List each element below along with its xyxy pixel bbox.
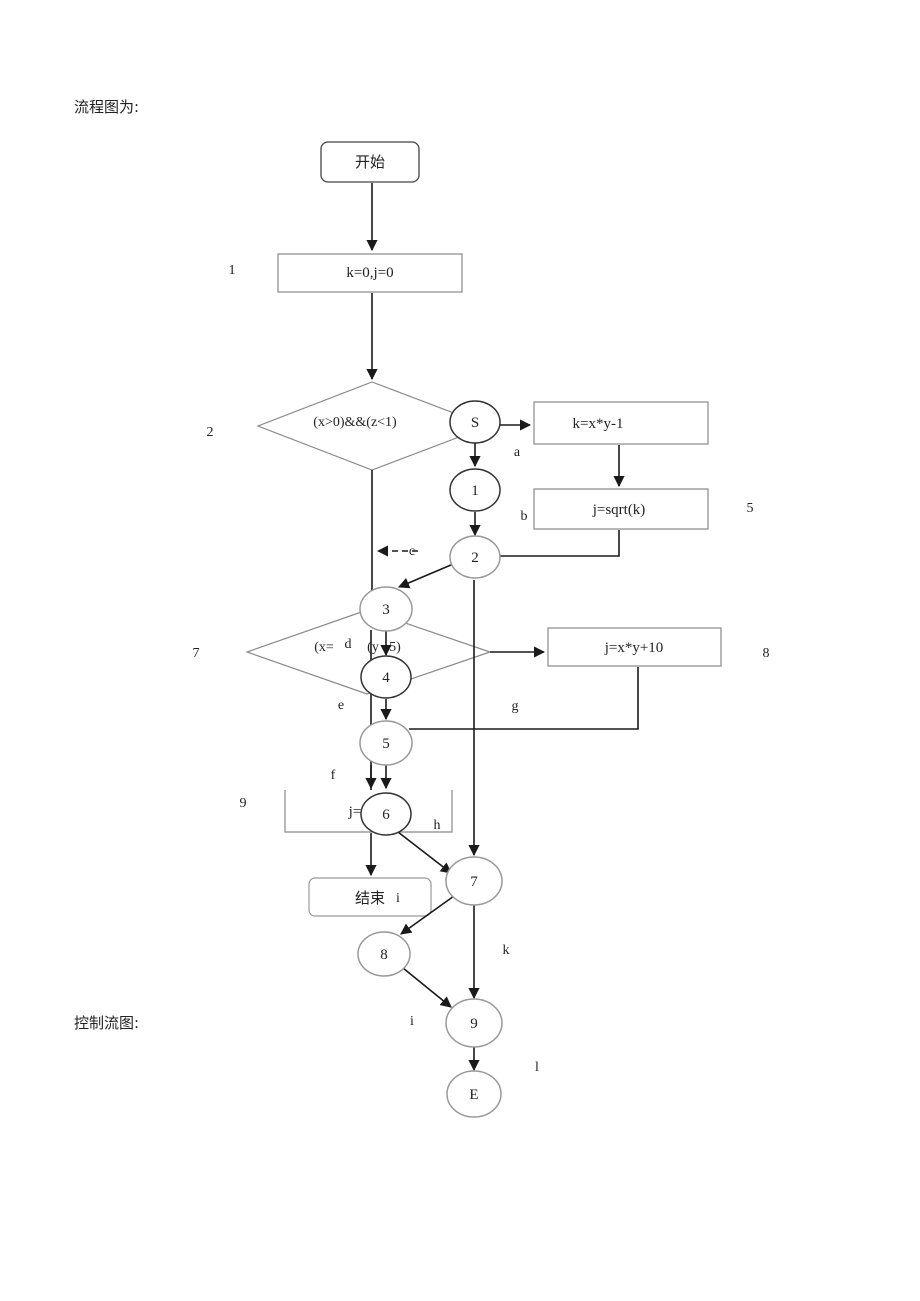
condition1-label: (x>0)&&(z<1) (313, 415, 397, 430)
edge-label-d: d (345, 637, 352, 652)
cfg-node-3-label: 3 (382, 602, 390, 618)
cfg-node-7-label: 7 (470, 874, 478, 890)
cfg-node-s-label: S (471, 415, 479, 431)
step-number-8: 8 (763, 646, 770, 661)
start-terminal (320, 141, 420, 183)
step-number-2: 2 (207, 425, 214, 440)
cfg-node-e (446, 1070, 502, 1118)
cfg-node-3 (359, 586, 413, 632)
cfg-node-7 (445, 856, 503, 906)
cfg-node-1 (449, 468, 501, 512)
cfg-node-6-label: 6 (382, 807, 390, 823)
cfg-node-6 (360, 792, 412, 836)
edge-label-a: a (514, 445, 521, 460)
assign-sqrt-box (533, 488, 709, 530)
end-terminal (308, 877, 432, 917)
cfg-node-e-label: E (469, 1087, 478, 1103)
start-label: 开始 (355, 153, 385, 171)
step-number-7: 7 (193, 646, 200, 661)
condition2-tail-label: 5) (389, 640, 401, 655)
condition2-diamond (245, 609, 492, 695)
step-number-5: 5 (747, 501, 754, 516)
edge-2-3 (397, 561, 459, 589)
edge-7-8 (400, 895, 455, 935)
cfg-node-s (449, 400, 501, 444)
cfg-title: 控制流图: (74, 1014, 140, 1032)
assign-k-label: k=x*y-1 (573, 416, 624, 432)
cfg-node-8 (357, 931, 411, 977)
edge-j-5 (409, 667, 639, 730)
cfg-node-1-label: 1 (471, 483, 479, 499)
edge-label-h: h (434, 818, 441, 833)
partial-j-label: j= (348, 804, 362, 820)
edge-label-g: g (512, 699, 519, 714)
cfg-node-2 (449, 535, 501, 579)
assign-j-box (547, 627, 722, 667)
init-box (277, 253, 463, 293)
step-number-1: 1 (229, 263, 236, 278)
assign-k-box (533, 401, 709, 445)
init-label: k=0,j=0 (346, 265, 393, 281)
edge-label-i: i (396, 891, 400, 906)
condition2-left-label: (x= (314, 640, 334, 655)
end-label: 结束 (355, 889, 385, 907)
cfg-node-5 (359, 720, 413, 766)
edge-label-f: f (331, 768, 336, 783)
edge-sqrt-2 (497, 530, 620, 557)
cfg-node-4-label: 4 (382, 670, 390, 686)
edge-label-c: c (409, 544, 415, 559)
edge-label-b: b (521, 509, 528, 524)
edge-label-i-lower: i (410, 1014, 414, 1029)
partial-j-box (284, 790, 453, 833)
condition2-right-label: (y (367, 640, 379, 655)
edge-6-7 (397, 831, 452, 874)
edge-label-e: e (338, 698, 344, 713)
edge-8-9 (402, 967, 452, 1008)
edge-label-k: k (503, 943, 510, 958)
edge-label-l: l (535, 1060, 539, 1075)
cfg-node-4 (360, 655, 412, 699)
cfg-node-9 (445, 998, 503, 1048)
cfg-node-9-label: 9 (470, 1016, 478, 1032)
step-number-9: 9 (240, 796, 247, 811)
cfg-node-5-label: 5 (382, 736, 390, 752)
cfg-node-2-label: 2 (471, 550, 479, 566)
assign-sqrt-label: j=sqrt(k) (592, 502, 646, 518)
assign-j-label: j=x*y+10 (604, 640, 664, 656)
cfg-node-8-label: 8 (380, 947, 388, 963)
flowchart-title: 流程图为: (74, 98, 140, 116)
